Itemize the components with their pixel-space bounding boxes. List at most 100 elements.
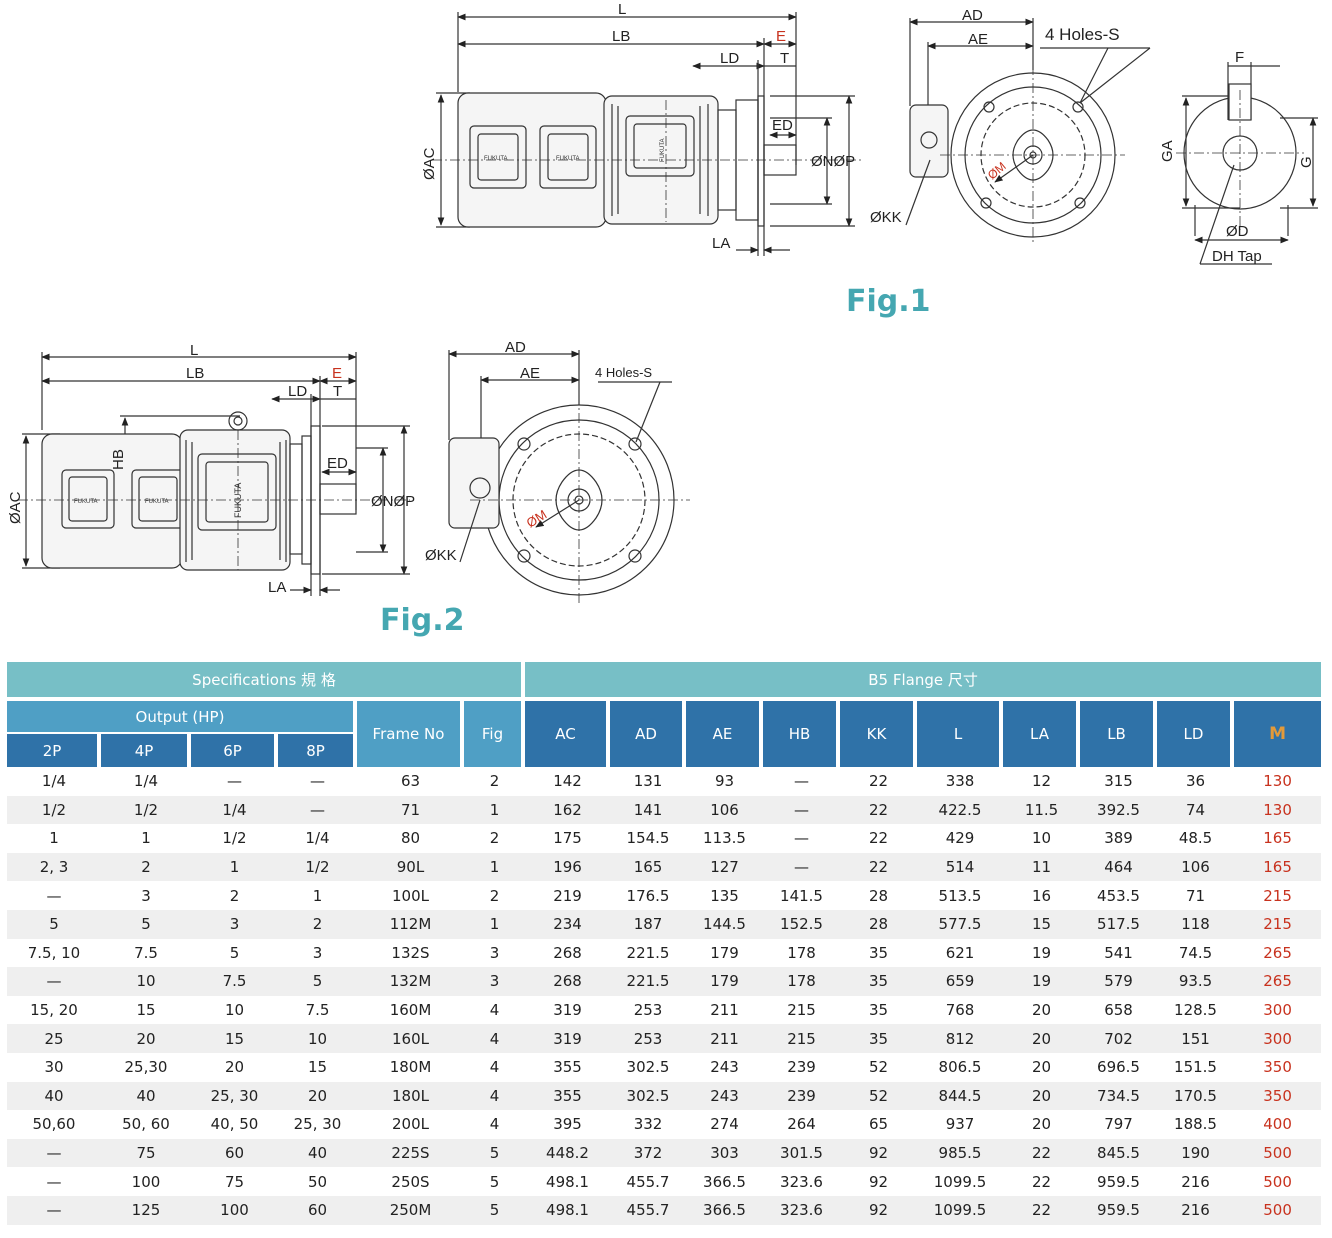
cell-lb: 315: [1104, 772, 1133, 791]
cell-fig: 4: [489, 1001, 500, 1020]
cell-fig: 3: [464, 967, 526, 996]
cell-kk: 92: [868, 1172, 889, 1191]
cell-kk: 92: [840, 1138, 918, 1168]
cell-l: 844.5: [917, 1081, 1004, 1111]
cell-l: 985.5: [917, 1138, 1004, 1168]
cell-ld: 48.5: [1178, 829, 1213, 848]
cell-l: 1099.5: [933, 1172, 987, 1191]
cell-2p: —: [7, 1138, 101, 1168]
cell-m: 215: [1234, 909, 1322, 939]
cell-8p: 1/4: [305, 829, 330, 848]
cell-8p: 1: [312, 886, 323, 905]
fig2-brand-plates: FUKUTA FUKUTA FUKUTA: [74, 483, 243, 518]
cell-kk: 52: [868, 1058, 889, 1077]
cell-fig: 4: [464, 1024, 526, 1053]
header-8p: 8P: [278, 734, 357, 767]
header-la: LA: [1003, 701, 1081, 767]
cell-lb: 579: [1080, 967, 1158, 996]
header-ae: AE: [686, 701, 764, 767]
fig1-dim-lb: LB: [612, 28, 630, 45]
cell-ad: 332: [633, 1115, 663, 1134]
cell-la: 19: [1003, 967, 1081, 996]
cell-hb: 141.5: [780, 886, 823, 905]
cell-ad: 455.7: [610, 1195, 687, 1225]
cell-hb: 178: [763, 967, 841, 996]
cell-ld: 71: [1185, 886, 1206, 905]
fig2-dim-np: ØNØP: [371, 493, 415, 510]
cell-6p: 25, 30: [191, 1081, 278, 1111]
cell-hb: —: [794, 829, 810, 848]
cell-ae: 127: [686, 852, 764, 882]
cell-frame-no: 132M: [357, 967, 464, 996]
fig2-side-view: [18, 352, 410, 596]
cell-m: 500: [1234, 1138, 1322, 1168]
cell-frame-no: 200L: [392, 1115, 429, 1134]
fig1-side-labels: L LB E LD T ED ØAC ØNØP LA: [421, 1, 855, 252]
fig1-shaft-labels: F GA G ØD DH Tap: [1159, 49, 1315, 265]
cell-lb: 959.5: [1097, 1172, 1140, 1191]
cell-m: 130: [1234, 795, 1322, 825]
fig1-shaft-view: [1176, 62, 1318, 265]
cell-ac: 268: [525, 967, 611, 996]
cell-ae: 179: [710, 943, 739, 962]
cell-lb: 453.5: [1097, 886, 1140, 905]
spec-table-header: Specifications 規 格 B5 Flange 尺寸 Output (…: [7, 662, 1322, 767]
fig2-brand-2: FUKUTA: [145, 499, 169, 505]
cell-l: 768: [945, 1001, 975, 1020]
cell-ad: 221.5: [626, 943, 670, 962]
cell-lb: 464: [1080, 852, 1158, 882]
header-lb: LB: [1080, 701, 1158, 767]
cell-hb: 239: [763, 1081, 841, 1111]
cell-4p: 100: [131, 1172, 161, 1191]
header-fig: Fig: [464, 701, 526, 767]
fig2-dim-hb: HB: [110, 449, 127, 470]
cell-ac: 319: [525, 1024, 611, 1053]
cell-4p: 10: [101, 967, 191, 996]
header-m: M: [1234, 701, 1322, 767]
cell-frame-no: 180M: [389, 1058, 432, 1077]
cell-2p: —: [46, 886, 62, 905]
cell-fig: 2: [489, 829, 500, 848]
cell-m: 265: [1234, 967, 1322, 996]
cell-ae: 106: [686, 795, 764, 825]
cell-2p: 50,60: [32, 1115, 76, 1134]
cell-hb: 152.5: [763, 909, 841, 939]
fig2-dim-ld: LD: [288, 383, 307, 400]
fig1-side-view: [432, 12, 862, 256]
cell-la: 16: [1031, 886, 1052, 905]
cell-2p: —: [7, 967, 101, 996]
cell-fig: 3: [489, 943, 500, 962]
cell-ac: 142: [553, 772, 582, 791]
cell-l: 1099.5: [917, 1195, 1004, 1225]
cell-6p: 2: [229, 886, 240, 905]
cell-ae: 274: [710, 1115, 739, 1134]
header-ld: LD: [1157, 701, 1235, 767]
cell-la: 12: [1031, 772, 1052, 791]
cell-kk: 35: [868, 943, 889, 962]
cell-fig: 5: [464, 1138, 526, 1168]
cell-ad: 302.5: [610, 1081, 687, 1111]
fig1-brand-3: FUKUTA: [660, 138, 666, 162]
cell-4p: 25,30: [124, 1058, 168, 1077]
fig2-front-view: [448, 350, 690, 605]
cell-la: 20: [1031, 1058, 1052, 1077]
cell-ae: 243: [710, 1058, 739, 1077]
fig1-brand-plates: FUKUTA FUKUTA FUKUTA: [484, 138, 666, 162]
cell-ad: 165: [610, 852, 687, 882]
cell-frame-no: 250M: [357, 1195, 464, 1225]
cell-ac: 448.2: [525, 1138, 611, 1168]
cell-kk: 65: [868, 1115, 889, 1134]
fig2-brand-1: FUKUTA: [74, 499, 98, 505]
header-l: L: [917, 701, 1004, 767]
cell-l: 514: [917, 852, 1004, 882]
cell-kk: 35: [840, 967, 918, 996]
cell-kk: 22: [840, 795, 918, 825]
cell-ld: 118: [1157, 909, 1235, 939]
cell-la: 20: [1003, 1081, 1081, 1111]
cell-lb: 734.5: [1080, 1081, 1158, 1111]
cell-la: 10: [1031, 829, 1052, 848]
